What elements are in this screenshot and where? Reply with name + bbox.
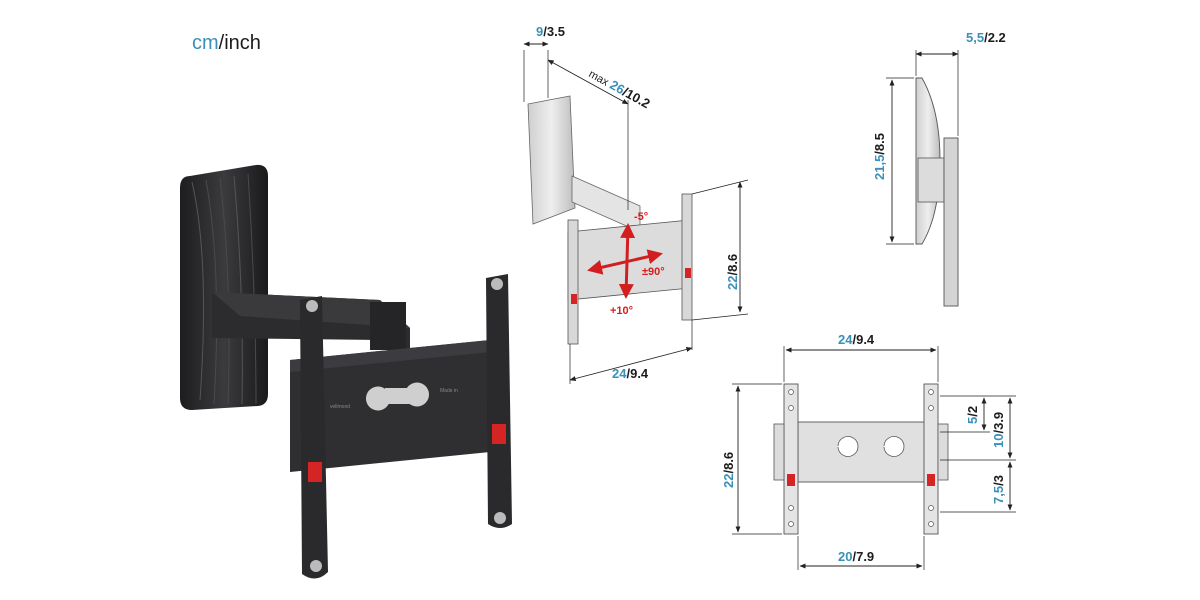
units-inch: inch	[224, 32, 261, 54]
front-hole-c-dim: 7,5/3	[991, 475, 1006, 504]
side-height-cm: 21,5	[872, 155, 887, 180]
units-label: cm/inch	[192, 32, 261, 55]
left-red-lock	[308, 462, 322, 482]
front-hole-b-in: 3.9	[991, 412, 1006, 430]
front-width-in: 9.4	[856, 332, 875, 347]
front-hole-c-cm: 7,5	[991, 486, 1006, 504]
persp-height-dim: 22/8.6	[725, 254, 740, 290]
depth-max-cm: 26	[607, 77, 627, 97]
front-hole-b-cm: 10	[991, 434, 1006, 448]
depth-max-dim: max 26/10.2	[587, 66, 653, 112]
front-crossbar	[797, 421, 929, 483]
front-base-cm: 20	[838, 549, 852, 564]
side-view	[886, 50, 959, 307]
persp-width-in: 9.4	[630, 366, 649, 381]
front-height-dim: 22/8.6	[721, 452, 736, 488]
side-arm	[917, 157, 945, 203]
front-base-dim: 20/7.9	[838, 549, 874, 564]
side-height-dim: 21,5/8.5	[872, 133, 887, 180]
front-right-red-lock	[927, 474, 935, 486]
persp-wall-plate	[527, 95, 576, 225]
persp-height-cm: 22	[725, 276, 740, 290]
front-height-cm: 22	[721, 474, 736, 488]
depth-max-in: 10.2	[623, 86, 652, 111]
depth-min-dim: 9/3.5	[536, 24, 565, 39]
front-width-dim: 24/9.4	[838, 332, 875, 347]
depth-min-cm: 9	[536, 24, 543, 39]
right-vertical-bar	[486, 274, 512, 528]
units-separator: /	[218, 32, 225, 54]
front-hole-a-cm: 5	[965, 417, 980, 424]
left-vertical-bar	[300, 296, 328, 579]
arm-joint	[370, 302, 406, 350]
persp-arm	[571, 175, 641, 233]
persp-width-cm: 24	[612, 366, 627, 381]
tilt-up-angle: -5°	[634, 211, 648, 223]
wall-plate	[180, 164, 268, 410]
front-height-in: 8.6	[721, 452, 736, 470]
front-hole-c-in: 3	[991, 475, 1006, 482]
side-height-in: 8.5	[872, 133, 887, 151]
tv-bracket-frame	[290, 340, 490, 472]
plate-label: Made in	[440, 388, 458, 394]
swivel-angle: ±90°	[642, 266, 665, 278]
front-hole-a-dim: 5/2	[965, 406, 980, 424]
product-render: Made in vellmond	[180, 164, 512, 579]
front-base-in: 7.9	[856, 549, 874, 564]
units-cm: cm	[192, 32, 219, 54]
tilt-down-angle: +10°	[610, 305, 633, 317]
front-left-red-lock	[787, 474, 795, 486]
right-red-lock	[492, 424, 506, 444]
depth-min-in: 3.5	[547, 24, 565, 39]
perspective-view	[523, 41, 749, 384]
front-view	[732, 346, 1016, 570]
side-tv-bar	[943, 137, 959, 307]
side-thickness-in: 2.2	[988, 30, 1006, 45]
persp-width-dim: 24/9.4	[612, 366, 649, 381]
persp-height-in: 8.6	[725, 254, 740, 272]
front-width-cm: 24	[838, 332, 853, 347]
swivel-arrow	[587, 249, 663, 275]
side-thickness-cm: 5,5	[966, 30, 984, 45]
front-hole-b-dim: 10/3.9	[991, 412, 1006, 448]
brand-label: vellmond	[330, 404, 350, 410]
side-thickness-dim: 5,5/2.2	[966, 30, 1006, 45]
front-hole-a-in: 2	[965, 406, 980, 413]
